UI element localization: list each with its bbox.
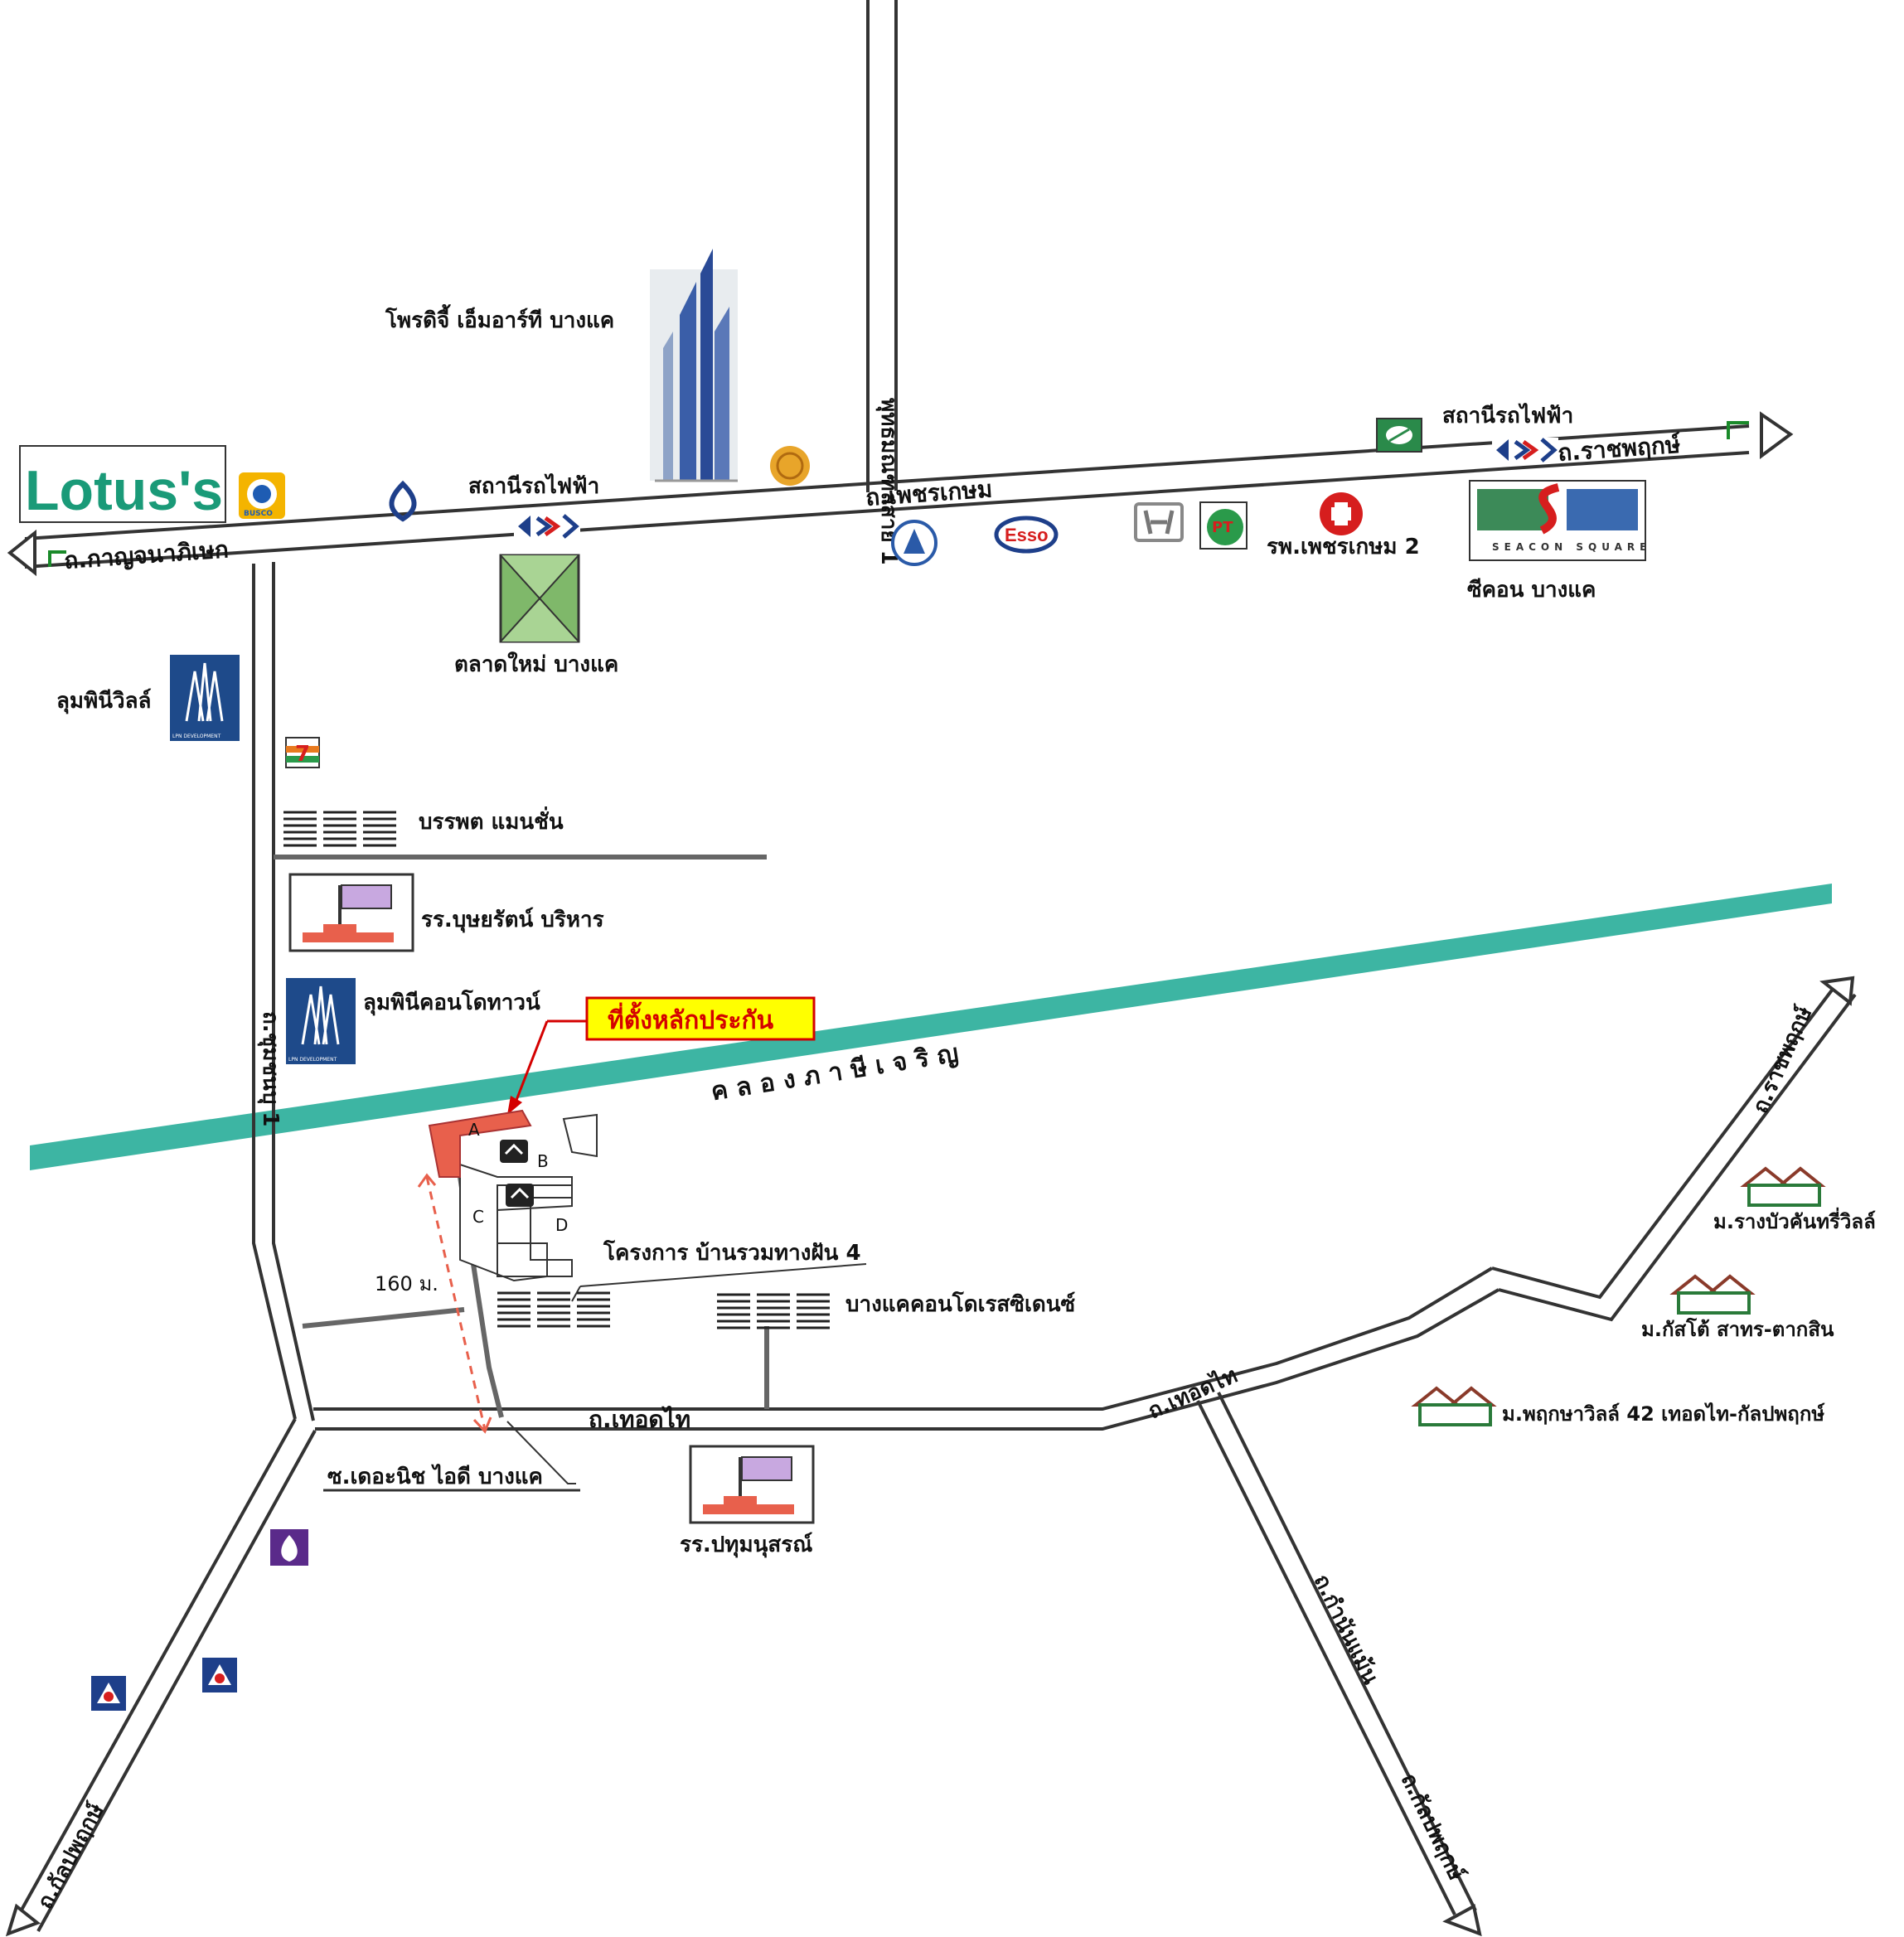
svg-text:LPN DEVELOPMENT: LPN DEVELOPMENT bbox=[288, 1057, 337, 1063]
plot-letter-b: B bbox=[537, 1151, 549, 1171]
bangkhae-condo-label: บางแคคอนโดเรสซิเดนซ์ bbox=[845, 1291, 1075, 1317]
project-site bbox=[459, 1113, 598, 1282]
lumpini-logo: LPN DEVELOPMENT bbox=[170, 655, 240, 741]
svg-text:BUSCO: BUSCO bbox=[244, 510, 273, 518]
road-arrow-se bbox=[1442, 1903, 1482, 1937]
bank-icon bbox=[389, 480, 417, 522]
lotus-logo-box bbox=[19, 445, 226, 523]
label-thoet-thai: ถ.เทอดไท bbox=[589, 1406, 690, 1433]
collateral-label: ที่ตั้งหลักประกัน bbox=[608, 1001, 774, 1035]
svg-text:SEACON SQUARE: SEACON SQUARE bbox=[1492, 541, 1651, 553]
distance-label: 160 ม. bbox=[375, 1272, 438, 1295]
ktb-bank-icon-2 bbox=[202, 1658, 237, 1692]
road-phetkasem bbox=[24, 424, 1750, 569]
bank-icon-scb bbox=[270, 1529, 308, 1566]
hospital-label: รพ.เพชรเกษม 2 bbox=[1267, 535, 1420, 559]
lumpini-condo-label: ลุมพินีคอนโดทาวน์ bbox=[363, 989, 540, 1016]
university-seal-icon bbox=[770, 446, 810, 486]
village2-label: ม.กัสโต้ สาทร-ตากสิน bbox=[1641, 1317, 1834, 1341]
village3-label: ม.พฤกษาวิลล์ 42 เทอดไท-กัลปพฤกษ์ bbox=[1502, 1402, 1825, 1426]
market-icon bbox=[499, 554, 580, 643]
gas-station-icon: BUSCO bbox=[239, 472, 285, 519]
clubhouse-icon bbox=[500, 1140, 534, 1207]
esso-icon: Esso bbox=[994, 516, 1059, 554]
school1-label: รร.บุษยรัตน์ บริหาร bbox=[421, 907, 604, 933]
label-soi: ซ.เดอะนิช ไอดี บางแค bbox=[327, 1463, 543, 1489]
road-ratchaphruek-right bbox=[1491, 983, 1857, 1322]
collateral-plot bbox=[428, 1109, 532, 1178]
road-phutthamonthon bbox=[866, 0, 898, 492]
village2-house-icon bbox=[1669, 1274, 1756, 1315]
plot-letter-d: D bbox=[555, 1215, 568, 1235]
svg-text:PT: PT bbox=[1212, 519, 1233, 536]
road-thoet-thai bbox=[313, 1266, 1499, 1431]
road-kamnan-maen bbox=[1196, 1392, 1477, 1915]
svg-text:7: 7 bbox=[295, 742, 310, 767]
station-left-label: สถานีรถไฟฟ้า bbox=[468, 472, 599, 499]
plot-letter-c: C bbox=[472, 1207, 484, 1227]
label-kanchanaphisek: ถ.กาญจนาภิเษก bbox=[63, 535, 230, 574]
ktb-bank-icon bbox=[91, 1676, 126, 1711]
lotus-logo: Lotus's bbox=[25, 459, 223, 522]
road-arrow-right bbox=[1760, 411, 1794, 459]
lumpini-ville-label: ลุมพินีวิลล์ bbox=[56, 688, 151, 714]
label-left-road: ถ.ชุมชนบุ 1 bbox=[257, 1011, 283, 1126]
seacon-label: ซีคอน บางแค bbox=[1467, 578, 1596, 603]
ptt-icon: PT bbox=[1199, 501, 1248, 550]
village3-house-icon bbox=[1411, 1386, 1497, 1426]
collateral-callout bbox=[585, 996, 816, 1041]
soi-leader bbox=[506, 1421, 576, 1484]
direction-mark-left bbox=[48, 550, 66, 567]
mansion-building-icon bbox=[282, 808, 398, 854]
train-station-icon-right bbox=[1492, 438, 1558, 462]
station-right-label: สถานีรถไฟฟ้า bbox=[1442, 402, 1573, 429]
direction-mark-right bbox=[1727, 421, 1749, 439]
road-arrow-sw bbox=[5, 1903, 41, 1937]
label-kamnan-maen: ถ.กำนันแม้น bbox=[1309, 1571, 1383, 1688]
road-arrow-ne bbox=[1819, 976, 1855, 1006]
school2-icon bbox=[689, 1445, 815, 1524]
village1-label: ม.รางบัวคันทรี่วิลล์ bbox=[1713, 1207, 1876, 1233]
project-building-icon bbox=[497, 1291, 610, 1328]
honda-icon bbox=[1134, 502, 1184, 542]
distance-marker bbox=[417, 1173, 492, 1434]
village1-house-icon bbox=[1740, 1166, 1826, 1207]
bangkhae-condo-icon bbox=[717, 1293, 830, 1329]
temple-emblem-icon bbox=[891, 520, 937, 566]
seacon-logo: SEACON SQUARE bbox=[1469, 480, 1651, 561]
svg-text:LPN DEVELOPMENT: LPN DEVELOPMENT bbox=[172, 734, 221, 739]
lumpini-condo-logo: LPN DEVELOPMENT bbox=[286, 978, 356, 1064]
school-icon bbox=[288, 873, 414, 952]
road-arrow-left bbox=[7, 529, 36, 577]
leaf-icon bbox=[1376, 418, 1422, 453]
condo-tower-image bbox=[650, 249, 738, 482]
train-station-icon bbox=[514, 514, 580, 539]
svg-text:Esso: Esso bbox=[1005, 525, 1049, 545]
hospital-icon bbox=[1320, 492, 1363, 535]
mansion-label: บรรพต แมนชั่น bbox=[419, 806, 564, 835]
project-underline bbox=[579, 1263, 867, 1287]
seven-eleven-icon: 7 bbox=[285, 737, 320, 768]
canal-khlong-phasi-charoen bbox=[30, 884, 1832, 1170]
road-left-vertical bbox=[252, 562, 315, 1421]
market-label: ตลาดใหม่ บางแค bbox=[454, 651, 618, 677]
label-kanlapaphruek-left: ถ.กัลปพฤกษ์ bbox=[32, 1799, 109, 1913]
condo-tower-label: โพรดิจี้ เอ็มอาร์ที บางแค bbox=[385, 303, 614, 333]
school2-label: รร.ปทุมนุสรณ์ bbox=[680, 1532, 812, 1558]
project-label: โครงการ บ้านรวมทางฝัน 4 bbox=[603, 1239, 861, 1266]
road-kanlapaphruek-left bbox=[15, 1418, 317, 1932]
plot-letter-a: A bbox=[468, 1120, 480, 1140]
